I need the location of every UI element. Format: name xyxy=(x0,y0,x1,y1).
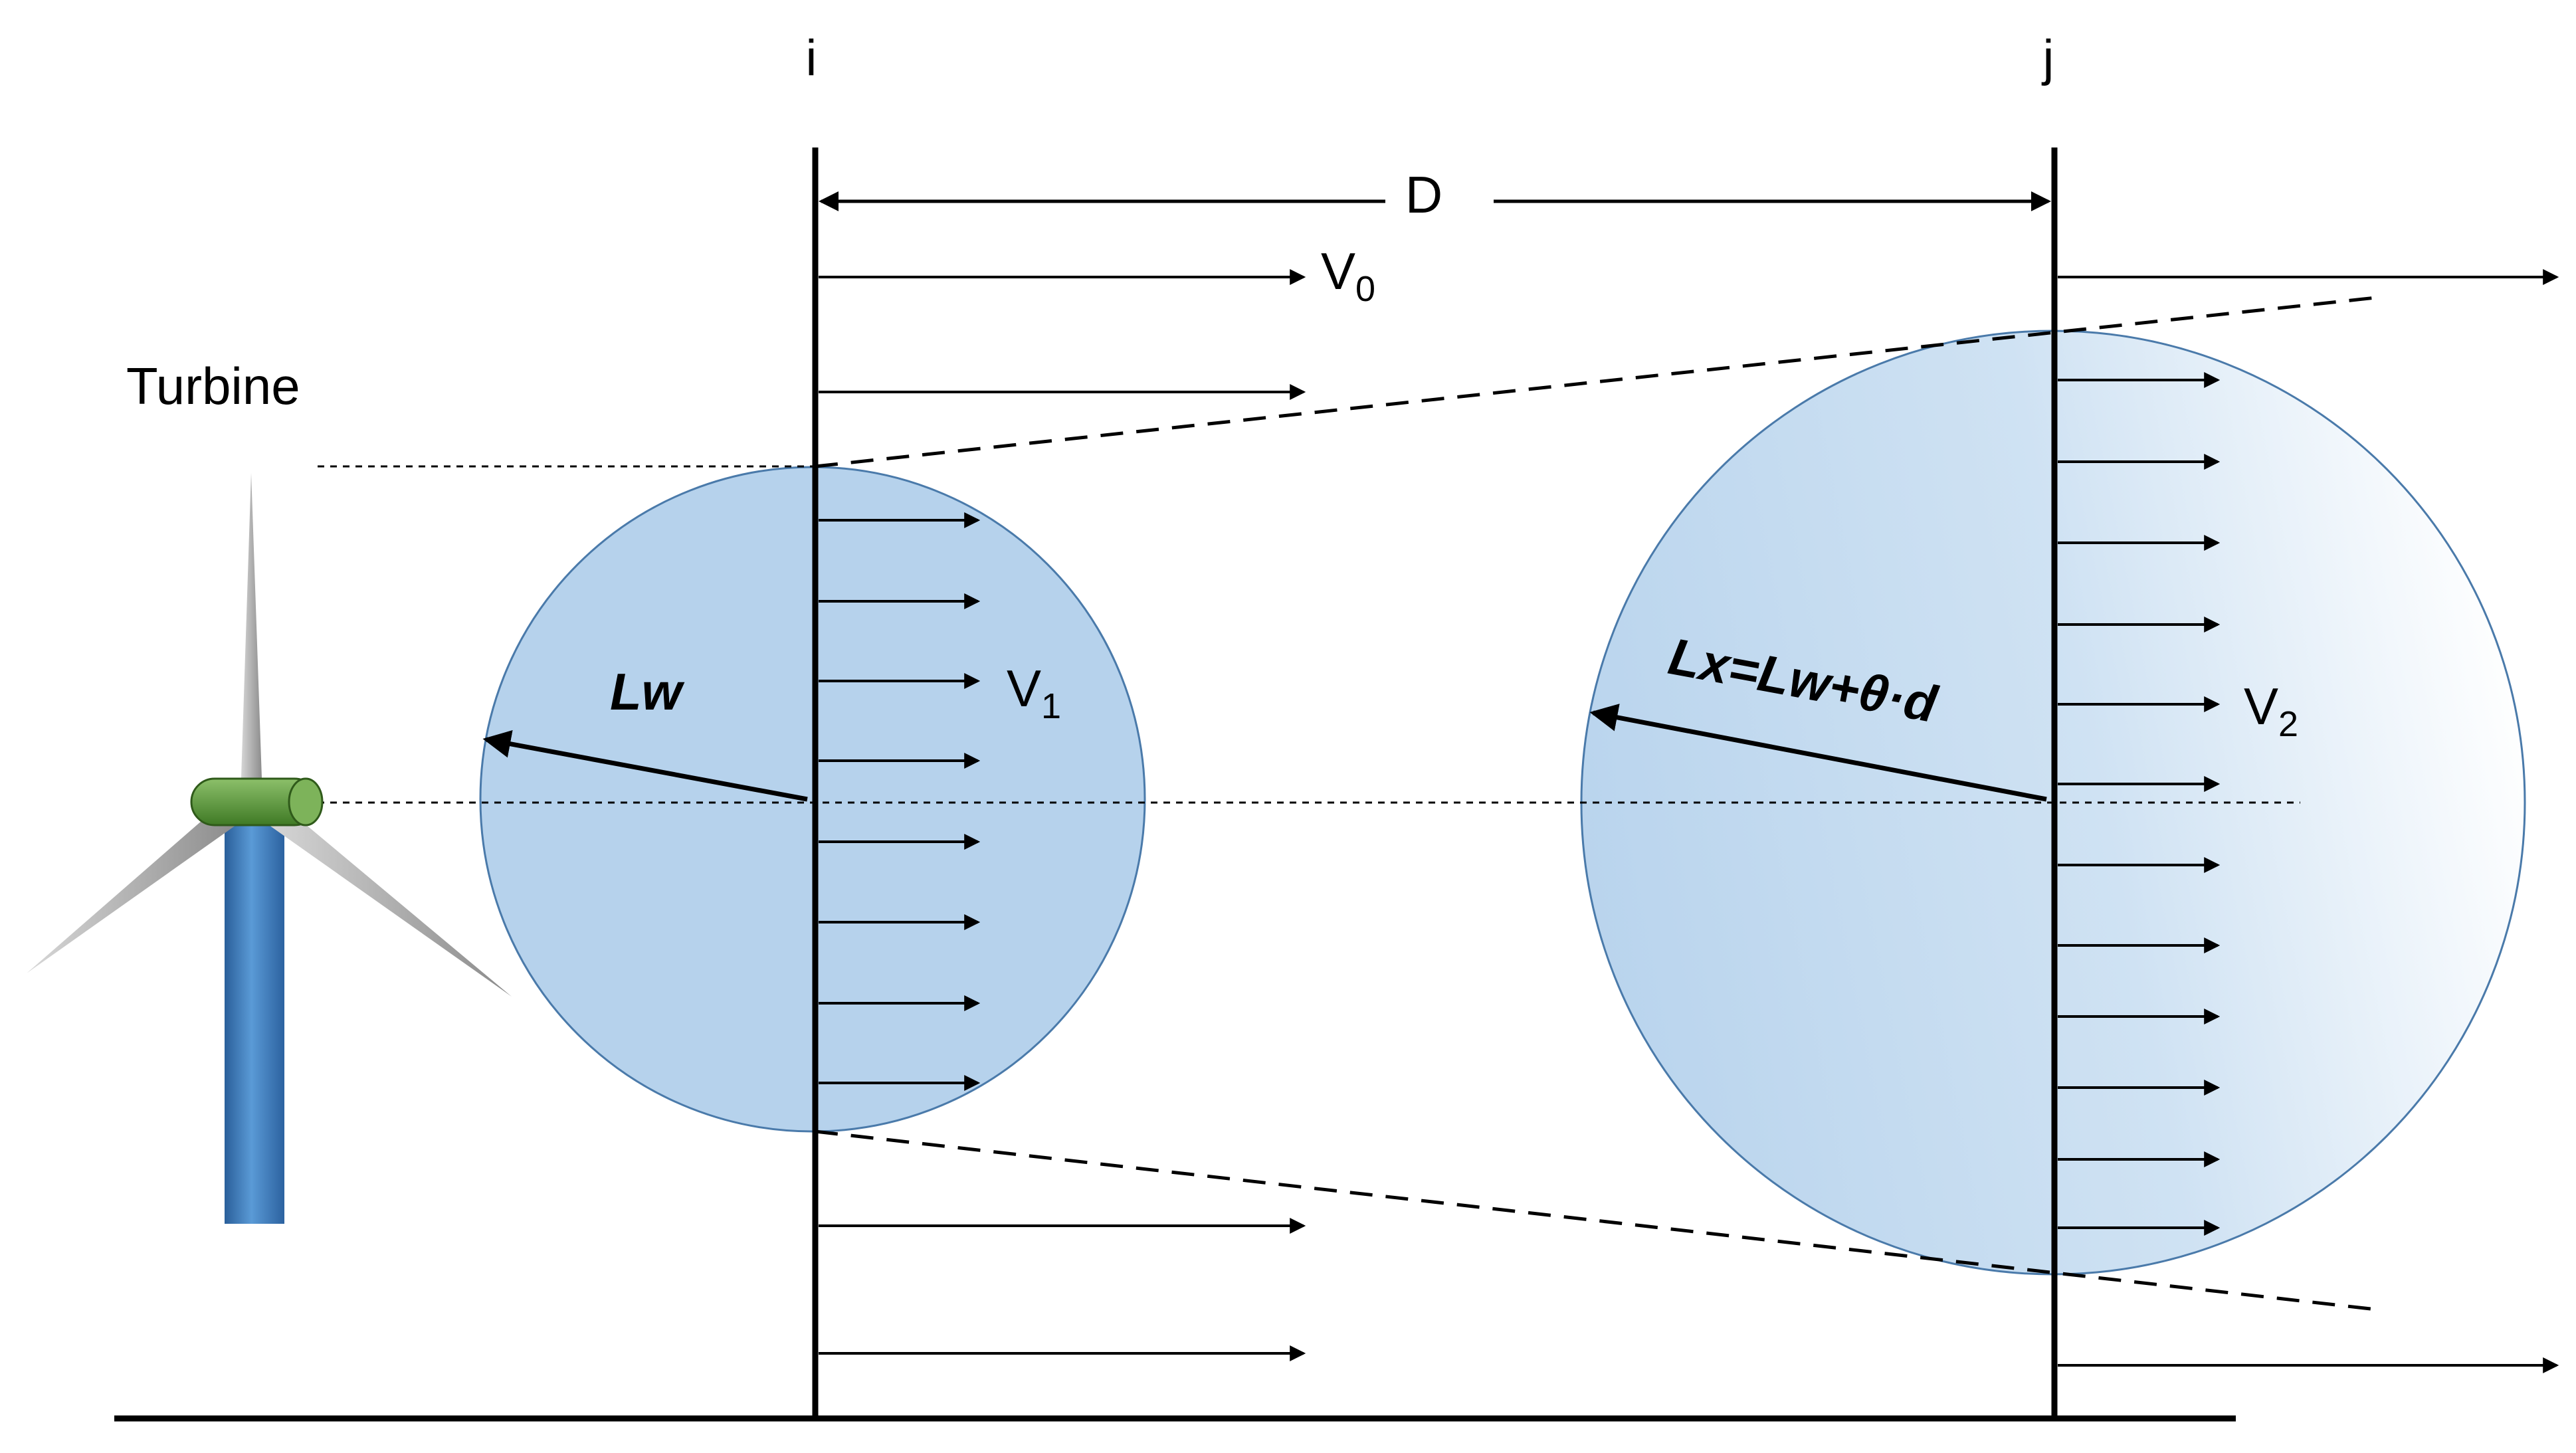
freestream-arrows-j xyxy=(2058,269,2559,1373)
v1-subscript: 1 xyxy=(1041,686,1061,726)
section-label-j: j xyxy=(2042,30,2054,86)
distance-label: D xyxy=(1405,165,1442,224)
turbine-label: Turbine xyxy=(126,357,300,415)
v2-base: V xyxy=(2244,677,2278,735)
section-label-i: i xyxy=(806,30,817,86)
wake-arrows-j xyxy=(2058,372,2221,1236)
wake-upper-boundary xyxy=(815,295,2383,468)
v2-subscript: 2 xyxy=(2278,704,2298,744)
freestream-arrows-i xyxy=(819,269,1306,1361)
radius-arrow-lx xyxy=(1589,704,2047,802)
turbine-blade-right xyxy=(262,794,512,997)
turbine-hub xyxy=(288,777,324,826)
turbine-blade-top xyxy=(241,473,262,797)
v1-base: V xyxy=(1007,659,1041,718)
wake-arrows-i xyxy=(819,512,981,1091)
v0-subscript: 0 xyxy=(1355,269,1375,309)
turbine-tower xyxy=(225,817,284,1224)
radius-label-lw: Lw xyxy=(610,662,685,721)
wake-lower-boundary xyxy=(815,1129,2383,1312)
turbine-blade-left xyxy=(27,794,243,973)
radius-arrow-lw xyxy=(482,730,808,802)
v0-base: V xyxy=(1321,242,1355,300)
velocity-label-v1: V1 xyxy=(1007,659,1061,726)
wind-turbine-icon xyxy=(27,473,512,1224)
velocity-label-v0: V0 xyxy=(1321,242,1375,309)
velocity-label-v2: V2 xyxy=(2244,677,2298,744)
